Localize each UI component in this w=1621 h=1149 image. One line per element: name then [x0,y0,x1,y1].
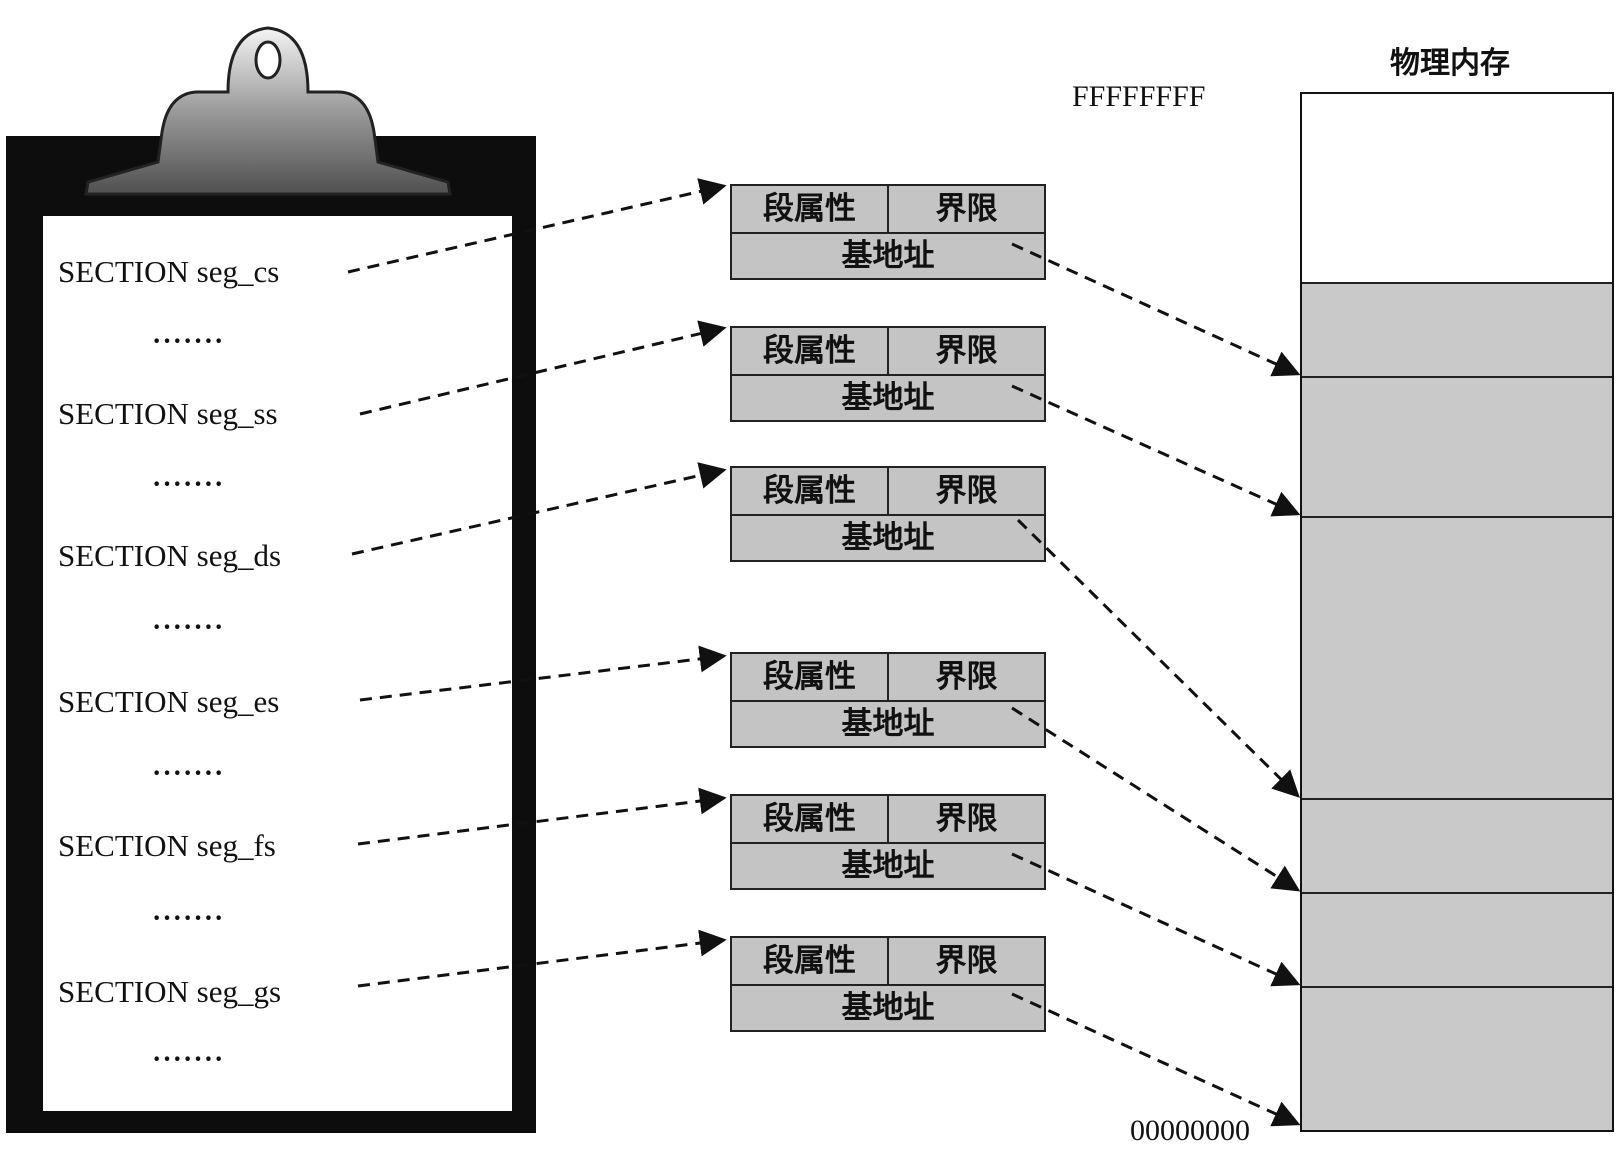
arrow-descriptor-to-memory [1011,242,1301,377]
physical-memory-column [1300,92,1614,1132]
ellipsis: ······· [152,612,225,643]
section-label-gs: SECTION seg_gs [58,974,282,1009]
descriptor-base-cell: 基地址 [841,848,935,884]
arrow-descriptor-to-memory [1011,706,1301,892]
section-label-ds: SECTION seg_ds [58,538,282,573]
descriptor-limit-cell: 界限 [935,659,998,695]
descriptor-base-cell: 基地址 [841,520,935,556]
memory-region [1302,282,1612,376]
descriptor-limit-cell: 界限 [935,333,998,369]
descriptor-limit-cell: 界限 [935,191,998,227]
descriptor-limit-cell: 界限 [935,801,998,837]
section-label-cs: SECTION seg_cs [58,254,280,289]
memory-region [1302,798,1612,892]
segment-descriptor-gs: 段属性 界限 基地址 [730,936,1046,1032]
address-high-label: FFFFFFFF [1072,80,1206,113]
memory-title: 物理内存 [1390,46,1510,81]
descriptor-base-cell: 基地址 [841,238,935,274]
ellipsis: ······· [152,326,225,357]
section-label-fs: SECTION seg_fs [58,828,276,863]
section-label-es: SECTION seg_es [58,684,280,719]
descriptor-base-cell: 基地址 [841,706,935,742]
ellipsis: ······· [152,758,225,789]
segment-descriptor-es: 段属性 界限 基地址 [730,652,1046,748]
memory-region [1302,892,1612,986]
descriptor-attr-cell: 段属性 [732,938,889,984]
arrow-descriptor-to-memory [1011,852,1301,987]
segment-descriptor-ds: 段属性 界限 基地址 [730,466,1046,562]
segment-descriptor-ss: 段属性 界限 基地址 [730,326,1046,422]
descriptor-attr-cell: 段属性 [732,186,889,232]
descriptor-attr-cell: 段属性 [732,796,889,842]
segment-descriptor-cs: 段属性 界限 基地址 [730,184,1046,280]
arrow-descriptor-to-memory [1011,992,1301,1127]
address-low-label: 00000000 [1130,1114,1250,1147]
section-label-ss: SECTION seg_ss [58,396,278,431]
descriptor-attr-cell: 段属性 [732,468,889,514]
descriptor-attr-cell: 段属性 [732,654,889,700]
segment-descriptor-fs: 段属性 界限 基地址 [730,794,1046,890]
descriptor-base-cell: 基地址 [841,380,935,416]
memory-region [1302,986,1612,1130]
arrow-descriptor-to-memory [1016,518,1300,798]
descriptor-base-cell: 基地址 [841,990,935,1026]
descriptor-limit-cell: 界限 [935,473,998,509]
descriptor-attr-cell: 段属性 [732,328,889,374]
clipboard-clip [84,26,452,196]
descriptor-limit-cell: 界限 [935,943,998,979]
ellipsis: ······· [152,469,225,500]
ellipsis: ······· [152,1044,225,1075]
arrow-descriptor-to-memory [1011,384,1301,517]
memory-region [1302,376,1612,516]
ellipsis: ······· [152,903,225,934]
memory-region [1302,516,1612,798]
